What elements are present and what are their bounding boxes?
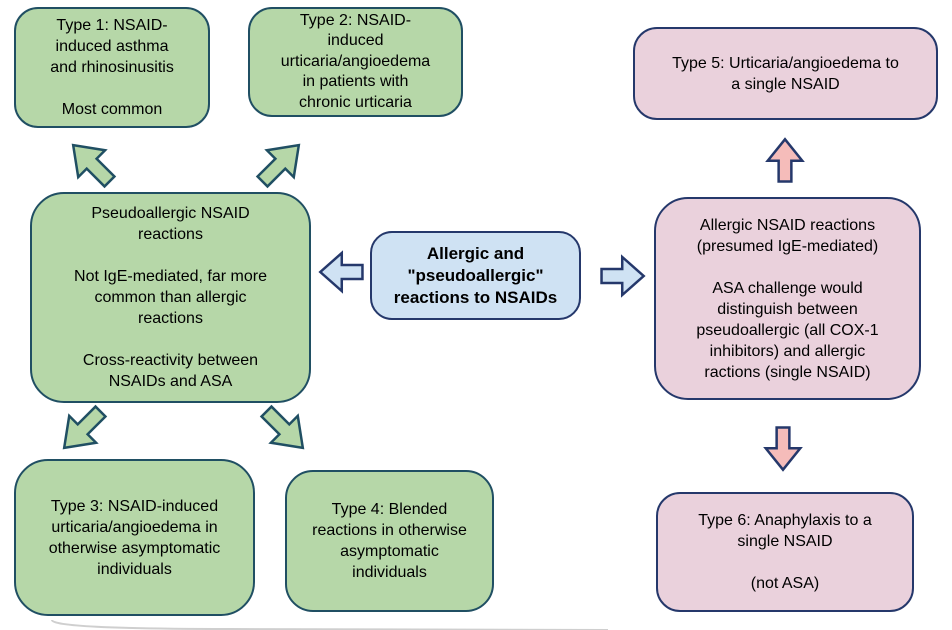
node-allergic: Allergic NSAID reactions (presumed IgE-m…	[654, 197, 921, 400]
node-allergic-text: Allergic NSAID reactions (presumed IgE-m…	[696, 216, 879, 381]
node-center: Allergic and "pseudoallergic" reactions …	[370, 231, 581, 320]
node-type4: Type 4: Blended reactions in otherwise a…	[285, 470, 494, 612]
node-type1-text: Type 1: NSAID- induced asthma and rhinos…	[50, 17, 174, 118]
arrow-to-type1-icon	[56, 128, 127, 199]
node-type2-text: Type 2: NSAID- induced urticaria/angioed…	[280, 11, 431, 111]
node-pseudoallergic: Pseudoallergic NSAID reactions Not IgE-m…	[30, 192, 311, 403]
node-type3: Type 3: NSAID-induced urticaria/angioede…	[14, 459, 255, 616]
node-type4-text: Type 4: Blended reactions in otherwise a…	[312, 501, 467, 581]
node-type2: Type 2: NSAID- induced urticaria/angioed…	[248, 7, 463, 117]
node-type6-text: Type 6: Anaphylaxis to a single NSAID (n…	[698, 512, 872, 592]
node-center-text: Allergic and "pseudoallergic" reactions …	[393, 243, 558, 307]
node-type5: Type 5: Urticaria/angioedema to a single…	[633, 27, 938, 120]
node-type6: Type 6: Anaphylaxis to a single NSAID (n…	[656, 492, 914, 612]
arrow-to-type3-icon	[47, 395, 118, 466]
arrow-to-type4-icon	[250, 395, 321, 466]
cropped-shape-edge	[51, 620, 609, 630]
arrow-to-type5-icon	[765, 137, 805, 183]
arrow-to-type6-icon	[763, 426, 803, 472]
node-pseudoallergic-text: Pseudoallergic NSAID reactions Not IgE-m…	[74, 205, 267, 390]
node-type3-text: Type 3: NSAID-induced urticaria/angioede…	[48, 497, 221, 578]
node-type1: Type 1: NSAID- induced asthma and rhinos…	[14, 7, 210, 128]
arrow-to-type2-icon	[246, 128, 317, 199]
node-type5-text: Type 5: Urticaria/angioedema to a single…	[672, 54, 899, 93]
arrow-to-pseudoallergic-icon	[318, 250, 364, 294]
arrow-to-allergic-icon	[600, 254, 646, 298]
